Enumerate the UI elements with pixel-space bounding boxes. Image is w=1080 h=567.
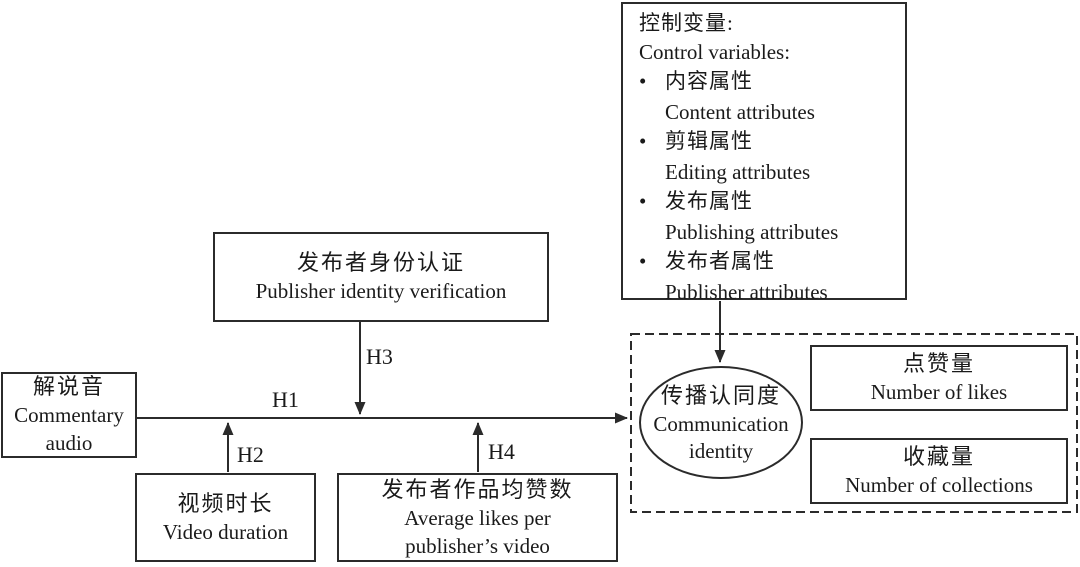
outcome-group-dashed-border xyxy=(630,333,1078,513)
control-item-zh: 内容属性 xyxy=(665,69,753,93)
commentary-audio-zh: 解说音 xyxy=(32,374,105,399)
control-item-zh: 剪辑属性 xyxy=(665,129,753,153)
control-item-publishing: • 发布属性 xyxy=(639,187,899,218)
h1-label: H1 xyxy=(272,387,299,412)
number-of-collections-zh: 收藏量 xyxy=(902,444,975,469)
video-duration-en: Video duration xyxy=(162,519,289,544)
control-item-zh: 发布者属性 xyxy=(665,249,775,273)
bullet-icon: • xyxy=(639,189,647,213)
number-of-collections-en: Number of collections xyxy=(845,473,1033,497)
publisher-verification-en: Publisher identity verification xyxy=(255,279,507,303)
average-likes-box: 发布者作品均赞数 Average likes per publisher’s v… xyxy=(337,473,618,562)
average-likes-zh: 发布者作品均赞数 xyxy=(381,476,574,502)
commentary-audio-en: Commentary audio xyxy=(14,403,124,455)
number-of-likes-en: Number of likes xyxy=(870,380,1008,404)
communication-identity-zh: 传播认同度 xyxy=(660,382,781,408)
number-of-collections-box: 收藏量 Number of collections xyxy=(810,438,1068,504)
video-duration-zh: 视频时长 xyxy=(177,490,274,516)
control-title-zh: 控制变量: xyxy=(639,11,734,35)
average-likes-en: Average likes per publisher’s video xyxy=(404,505,551,558)
control-item-en: Publishing attributes xyxy=(665,220,839,244)
publisher-verification-zh: 发布者身份认证 xyxy=(296,250,465,275)
commentary-audio-box: 解说音 Commentary audio xyxy=(1,372,137,458)
communication-identity-ellipse: 传播认同度 Communication identity xyxy=(639,366,803,479)
control-item-zh: 发布属性 xyxy=(665,189,753,213)
control-item-en: Publisher attributes xyxy=(665,280,828,304)
number-of-likes-zh: 点赞量 xyxy=(902,351,975,376)
bullet-icon: • xyxy=(639,249,647,273)
control-item-editing: • 剪辑属性 xyxy=(639,127,899,158)
control-item-content: • 内容属性 xyxy=(639,67,899,98)
number-of-likes-box: 点赞量 Number of likes xyxy=(810,345,1068,411)
h3-label: H3 xyxy=(366,344,393,369)
bullet-icon: • xyxy=(639,69,647,93)
control-item-publisher: • 发布者属性 xyxy=(639,247,899,278)
bullet-icon: • xyxy=(639,129,647,153)
video-duration-box: 视频时长 Video duration xyxy=(135,473,316,562)
control-variables-box: 控制变量: Control variables: • 内容属性 Content a… xyxy=(621,2,907,304)
h2-label: H2 xyxy=(237,442,264,467)
control-item-en: Content attributes xyxy=(665,100,815,124)
control-title-en: Control variables: xyxy=(639,40,791,64)
publisher-verification-box: 发布者身份认证 Publisher identity verification xyxy=(213,232,549,322)
communication-identity-en: Communication identity xyxy=(653,411,789,463)
h4-label: H4 xyxy=(488,439,515,464)
control-item-en: Editing attributes xyxy=(665,160,811,184)
